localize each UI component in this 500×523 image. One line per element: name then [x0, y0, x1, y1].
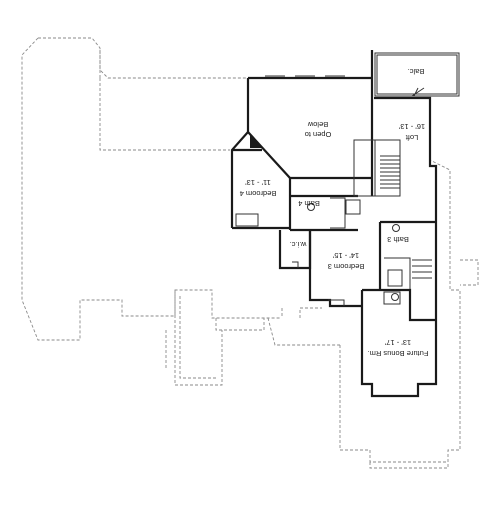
bath3-label: Bath 3 [387, 235, 409, 244]
bedroom3-dims: 14' - 15' [332, 251, 359, 260]
future-bonus-label: Future Bonus Rm. [368, 349, 429, 358]
bedroom3-label: Bedroom 3 [328, 262, 365, 271]
lower-level-outline [21, 37, 479, 469]
walls [230, 50, 460, 398]
wall-column [250, 134, 262, 148]
future-bonus-dims: 13' - 17' [384, 338, 411, 347]
bedroom4-label: Bedroom 4 [240, 189, 277, 198]
room-labels: Balc. Open to Below Loft 16' - 13' Bedro… [240, 67, 429, 358]
open-to-below-line2: Below [307, 120, 328, 129]
loft-dims: 16' - 13' [398, 122, 425, 131]
balc-label: Balc. [408, 67, 425, 76]
loft-label: Loft [405, 133, 418, 142]
wic-label: w.i.c. [290, 240, 308, 249]
bedroom4-dims: 11' - 13' [245, 178, 271, 187]
bath4-label: Bath 4 [298, 199, 320, 208]
open-to-below-line1: Open to [305, 130, 332, 139]
